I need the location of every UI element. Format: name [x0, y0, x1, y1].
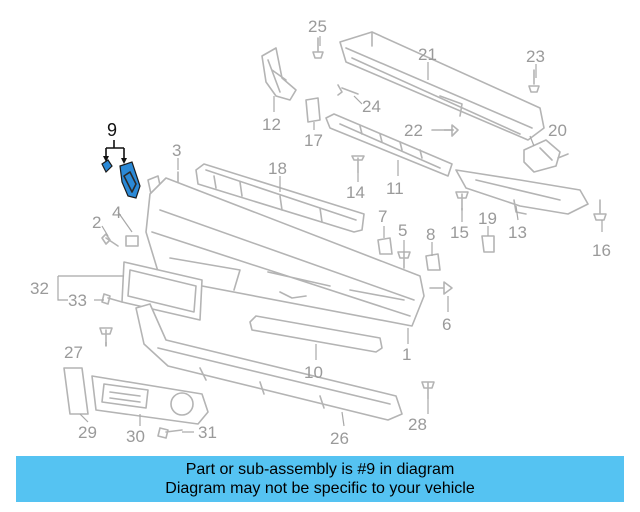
callout-15: 15: [450, 223, 469, 242]
callout-25: 25: [308, 17, 327, 36]
part-30-fog-grille[interactable]: [91, 375, 209, 425]
banner-line-2: Diagram may not be specific to your vehi…: [165, 480, 475, 497]
part-31-screw[interactable]: [157, 427, 183, 439]
part-4-grommet[interactable]: [125, 235, 139, 247]
callout-16: 16: [592, 241, 611, 260]
part-20-mount[interactable]: [523, 139, 569, 173]
callout-2: 2: [92, 213, 101, 232]
callout-9-bracket: [103, 140, 127, 164]
info-banner: Part or sub-assembly is #9 in diagram Di…: [16, 456, 624, 502]
callout-31: 31: [198, 423, 217, 442]
callout-29: 29: [78, 423, 97, 442]
part-17-clip[interactable]: [305, 97, 321, 123]
callout-12: 12: [262, 115, 281, 134]
callout-33: 33: [68, 291, 87, 310]
part-18-upper-retainer[interactable]: [195, 163, 365, 233]
part-33-screw[interactable]: [101, 293, 123, 305]
callout-6: 6: [442, 315, 451, 334]
callout-10: 10: [304, 363, 323, 382]
part-29-side-trim[interactable]: [63, 367, 89, 415]
callout-23: 23: [526, 47, 545, 66]
part-23-bolt[interactable]: [528, 69, 540, 93]
callout-3: 3: [172, 141, 181, 160]
parts-diagram: 25 21 23 24 12 17 22 20 3 18 14 11 4 2 7…: [30, 17, 611, 448]
part-15-screw[interactable]: [455, 191, 469, 211]
callout-17: 17: [304, 131, 323, 150]
callout-22: 22: [404, 121, 423, 140]
part-21-bumper-beam[interactable]: [339, 31, 545, 141]
part-12-bracket[interactable]: [261, 47, 297, 101]
part-14-push-clip[interactable]: [351, 155, 365, 173]
callout-5: 5: [398, 221, 407, 240]
callout-30: 30: [126, 427, 145, 446]
part-24-bolt[interactable]: [337, 84, 359, 96]
part-28-clip[interactable]: [421, 381, 435, 399]
callout-8: 8: [426, 225, 435, 244]
part-10-moulding[interactable]: [249, 315, 383, 353]
callout-1: 1: [402, 345, 411, 364]
callout-28: 28: [408, 415, 427, 434]
callout-21: 21: [418, 45, 437, 64]
callout-13: 13: [508, 223, 527, 242]
callout-32: 32: [30, 279, 49, 298]
part-11-energy-absorber[interactable]: [325, 113, 453, 177]
callout-7: 7: [378, 207, 387, 226]
callout-26: 26: [330, 429, 349, 448]
part-7-clip[interactable]: [377, 237, 393, 255]
part-9-highlighted[interactable]: [101, 159, 141, 199]
part-8-clip[interactable]: [425, 253, 441, 271]
callout-4: 4: [112, 203, 121, 222]
callout-9: 9: [107, 120, 117, 140]
callout-27: 27: [64, 343, 83, 362]
leader-lines: [57, 36, 603, 433]
part-26-lower-valance[interactable]: [135, 303, 403, 421]
part-2-screw[interactable]: [101, 233, 119, 247]
part-25-bolt[interactable]: [312, 37, 324, 59]
part-16-screw[interactable]: [593, 199, 607, 221]
callout-19: 19: [478, 209, 497, 228]
part-1-bumper-cover[interactable]: [145, 177, 425, 327]
part-6-bolt[interactable]: [429, 281, 453, 295]
callout-24: 24: [362, 97, 381, 116]
callout-labels: 25 21 23 24 12 17 22 20 3 18 14 11 4 2 7…: [30, 17, 611, 448]
part-13-side-bracket[interactable]: [455, 169, 589, 215]
callout-18: 18: [268, 159, 287, 178]
part-19-clip[interactable]: [481, 235, 495, 253]
callout-11: 11: [386, 179, 404, 198]
banner-line-1: Part or sub-assembly is #9 in diagram: [185, 461, 455, 478]
callout-20: 20: [548, 121, 567, 140]
callout-14: 14: [346, 183, 365, 202]
part-5-screw[interactable]: [397, 251, 411, 269]
